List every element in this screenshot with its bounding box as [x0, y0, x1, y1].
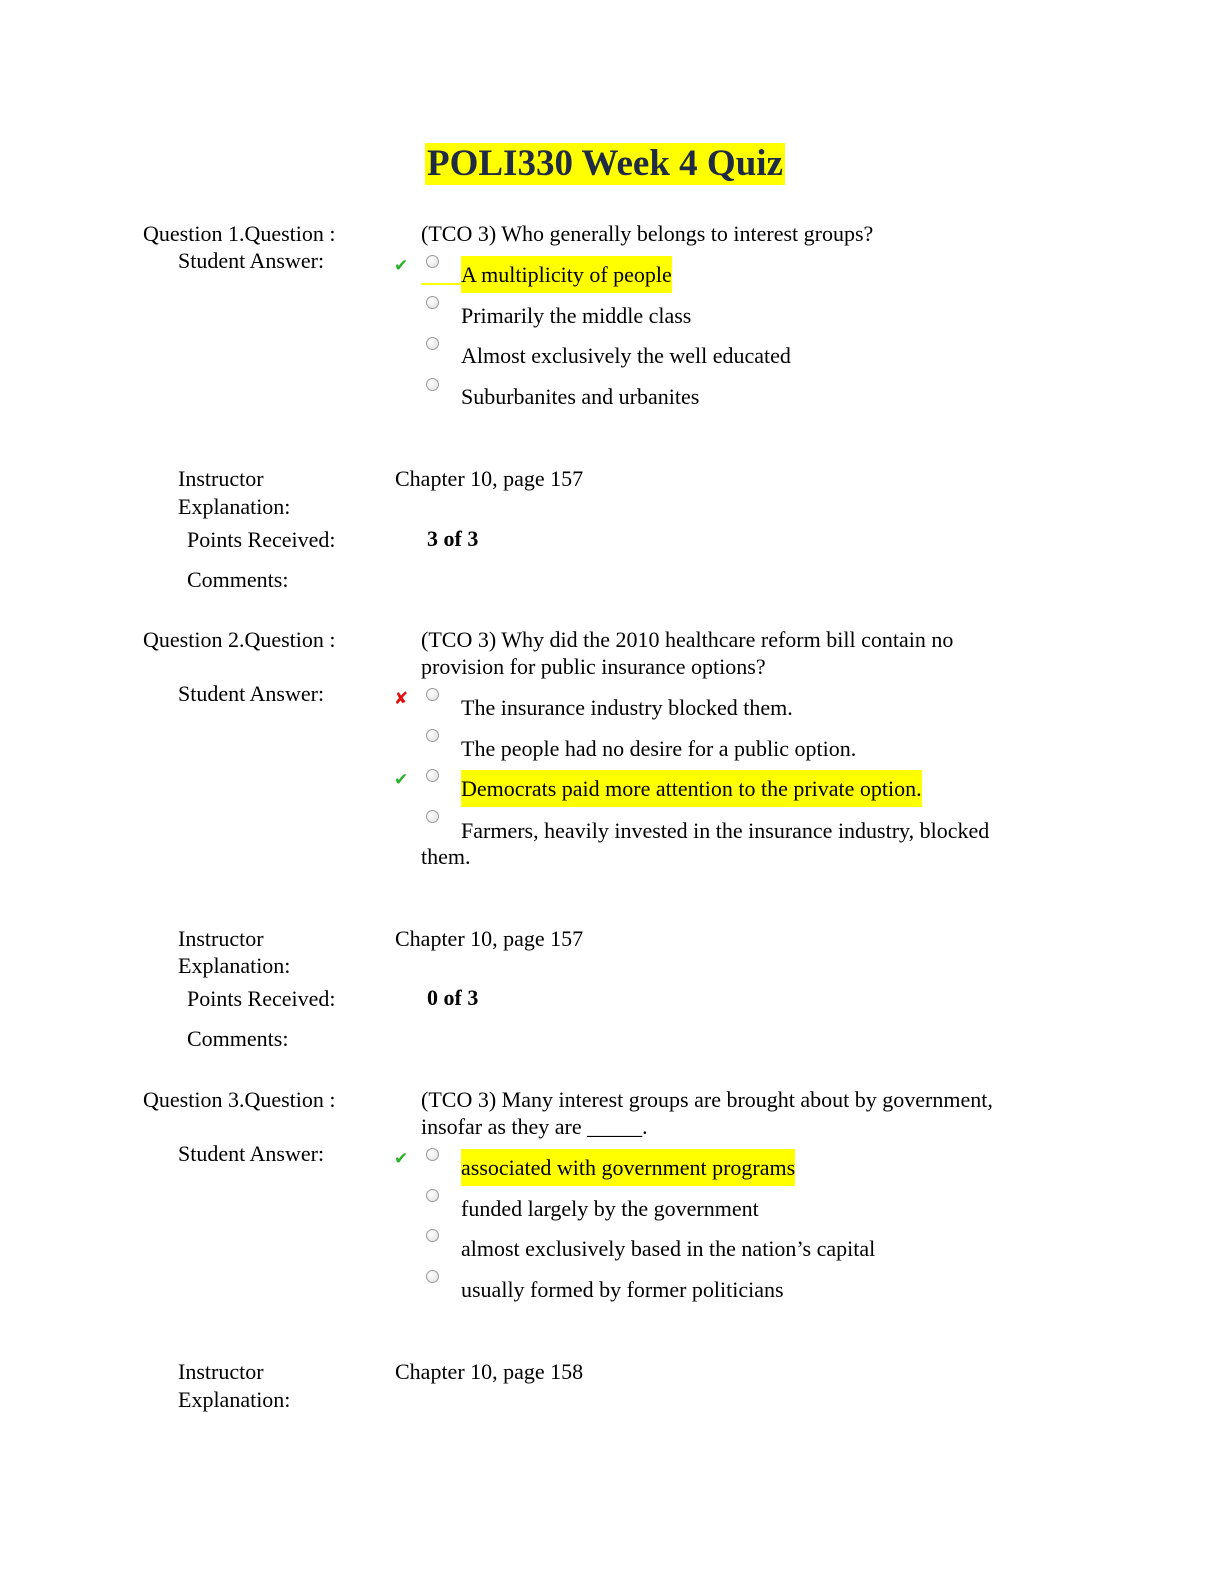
- question-2-option-4[interactable]: Farmers, heavily invested in the insuran…: [461, 818, 990, 843]
- option-text: A multiplicity of people: [461, 256, 672, 293]
- highlight-underline: [421, 283, 461, 285]
- question-3-text-line-2: insofar as they are _____.: [421, 1114, 648, 1139]
- radio-button-icon[interactable]: [426, 688, 439, 701]
- question-3-option-4[interactable]: usually formed by former politicians: [461, 1277, 784, 1302]
- radio-button-icon[interactable]: [426, 769, 439, 782]
- question-2-points-label: Points Received:: [187, 986, 336, 1011]
- question-2-explanation-label: Explanation:: [178, 953, 291, 978]
- check-icon: ✔: [394, 1149, 409, 1169]
- radio-button-icon[interactable]: [426, 810, 439, 823]
- radio-button-icon[interactable]: [426, 337, 439, 350]
- question-2-instructor-label: Instructor: [178, 926, 264, 951]
- question-1-points-label: Points Received:: [187, 527, 336, 552]
- question-3-option-3[interactable]: almost exclusively based in the nation’s…: [461, 1236, 876, 1261]
- page-title: POLI330 Week 4 Quiz: [425, 143, 785, 185]
- question-2-option-3[interactable]: Democrats paid more attention to the pri…: [461, 770, 922, 807]
- check-icon: ✔: [394, 256, 409, 276]
- cross-icon: ✘: [394, 689, 409, 709]
- question-3-student-answer-label: Student Answer:: [178, 1141, 325, 1166]
- question-2-student-answer-label: Student Answer:: [178, 681, 325, 706]
- question-3-option-1[interactable]: associated with government programs: [461, 1149, 796, 1186]
- question-1-option-2[interactable]: Primarily the middle class: [461, 303, 692, 328]
- question-3-explanation: Chapter 10, page 158: [395, 1359, 584, 1384]
- question-2-points: 0 of 3: [427, 985, 479, 1010]
- radio-button-icon[interactable]: [426, 296, 439, 309]
- radio-button-icon[interactable]: [426, 1148, 439, 1161]
- question-1-label: Question 1.Question :: [143, 221, 336, 246]
- question-3-instructor-label: Instructor: [178, 1359, 264, 1384]
- question-1-option-3[interactable]: Almost exclusively the well educated: [461, 343, 791, 368]
- question-3-explanation-label: Explanation:: [178, 1387, 291, 1412]
- question-1-student-answer-label: Student Answer:: [178, 248, 325, 273]
- question-2-comments-label: Comments:: [187, 1026, 289, 1051]
- question-1-instructor-label: Instructor: [178, 466, 264, 491]
- option-text: Democrats paid more attention to the pri…: [461, 770, 922, 807]
- question-2-label: Question 2.Question :: [143, 627, 336, 652]
- question-2-option-2[interactable]: The people had no desire for a public op…: [461, 736, 857, 761]
- question-1-comments-label: Comments:: [187, 567, 289, 592]
- radio-button-icon[interactable]: [426, 1270, 439, 1283]
- question-3-option-2[interactable]: funded largely by the government: [461, 1196, 759, 1221]
- question-1-text: (TCO 3) Who generally belongs to interes…: [421, 221, 874, 246]
- question-1-explanation: Chapter 10, page 157: [395, 466, 584, 491]
- question-1-option-1[interactable]: A multiplicity of people: [461, 256, 672, 293]
- question-1-explanation-label: Explanation:: [178, 494, 291, 519]
- question-2-option-1[interactable]: The insurance industry blocked them.: [461, 695, 793, 720]
- question-1-option-4[interactable]: Suburbanites and urbanites: [461, 384, 700, 409]
- question-3-text-line-1: (TCO 3) Many interest groups are brought…: [421, 1087, 993, 1112]
- radio-button-icon[interactable]: [426, 1189, 439, 1202]
- question-2-text-line-2: provision for public insurance options?: [421, 654, 766, 679]
- radio-button-icon[interactable]: [426, 378, 439, 391]
- question-2-explanation: Chapter 10, page 157: [395, 926, 584, 951]
- question-3-label: Question 3.Question :: [143, 1087, 336, 1112]
- check-icon: ✔: [394, 770, 409, 790]
- question-1-points: 3 of 3: [427, 526, 479, 551]
- question-2-option-4-continued[interactable]: them.: [421, 844, 471, 869]
- option-text: associated with government programs: [461, 1149, 796, 1186]
- radio-button-icon[interactable]: [426, 255, 439, 268]
- radio-button-icon[interactable]: [426, 729, 439, 742]
- question-2-text-line-1: (TCO 3) Why did the 2010 healthcare refo…: [421, 627, 954, 652]
- radio-button-icon[interactable]: [426, 1229, 439, 1242]
